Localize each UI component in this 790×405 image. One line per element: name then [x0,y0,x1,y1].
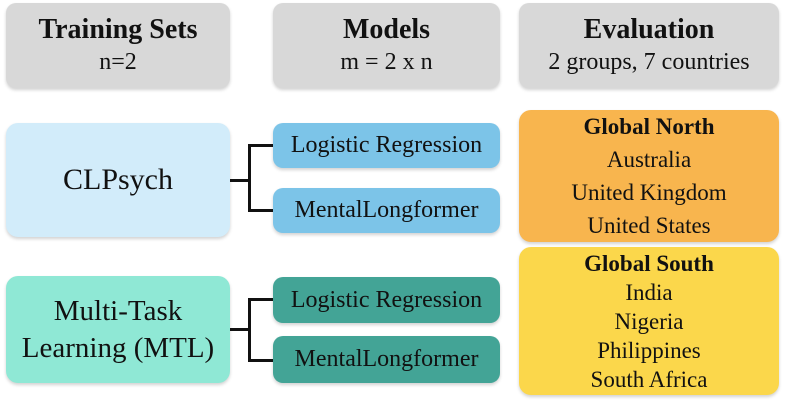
model-label: MentalLongformer [294,197,479,223]
training-set-box-mtl: Multi-Task Learning (MTL) [6,276,230,383]
model-box-clpsych-mentallongformer: MentalLongformer [273,188,500,233]
country-label: India [625,279,673,305]
evaluation-title: Evaluation [583,14,715,45]
model-label: Logistic Regression [290,132,483,158]
group-title: Global North [583,114,715,139]
model-label: MentalLongformer [294,346,479,372]
country-label: United States [587,213,711,238]
evaluation-group-global-north: Global North Australia United Kingdom Un… [519,110,779,242]
models-subtitle: m = 2 x n [340,49,433,76]
model-box-clpsych-logistic-regression: Logistic Regression [273,123,500,168]
training-sets-title: Training Sets [38,14,198,45]
connector-clpsych-vertical [248,144,251,212]
country-label: Nigeria [614,308,684,334]
column-header-evaluation: Evaluation 2 groups, 7 countries [519,3,779,88]
column-header-training-sets: Training Sets n=2 [6,3,230,88]
country-label: Australia [606,147,692,172]
training-set-label: Multi-Task Learning (MTL) [21,295,215,364]
connector-mtl-to-logistic-regression [248,298,273,301]
group-title: Global South [584,250,714,276]
connector-mtl-stem [230,328,251,331]
country-label: United Kingdom [571,180,727,205]
model-label: Logistic Regression [290,286,483,313]
connector-mtl-vertical [248,298,251,362]
connector-mtl-to-mentallongformer [248,359,273,362]
evaluation-group-global-south: Global South India Nigeria Philippines S… [519,247,779,395]
column-header-models: Models m = 2 x n [273,3,500,88]
country-label: Philippines [597,337,701,363]
models-title: Models [342,14,431,45]
connector-clpsych-stem [230,179,251,182]
country-label: South Africa [590,366,708,392]
connector-clpsych-to-mentallongformer [248,209,273,212]
evaluation-subtitle: 2 groups, 7 countries [548,49,750,76]
model-box-mtl-mentallongformer: MentalLongformer [273,336,500,383]
connector-clpsych-to-logistic-regression [248,144,273,147]
training-set-label: CLPsych [62,163,173,197]
model-box-mtl-logistic-regression: Logistic Regression [273,277,500,323]
training-sets-subtitle: n=2 [99,49,137,76]
training-set-box-clpsych: CLPsych [6,123,230,237]
